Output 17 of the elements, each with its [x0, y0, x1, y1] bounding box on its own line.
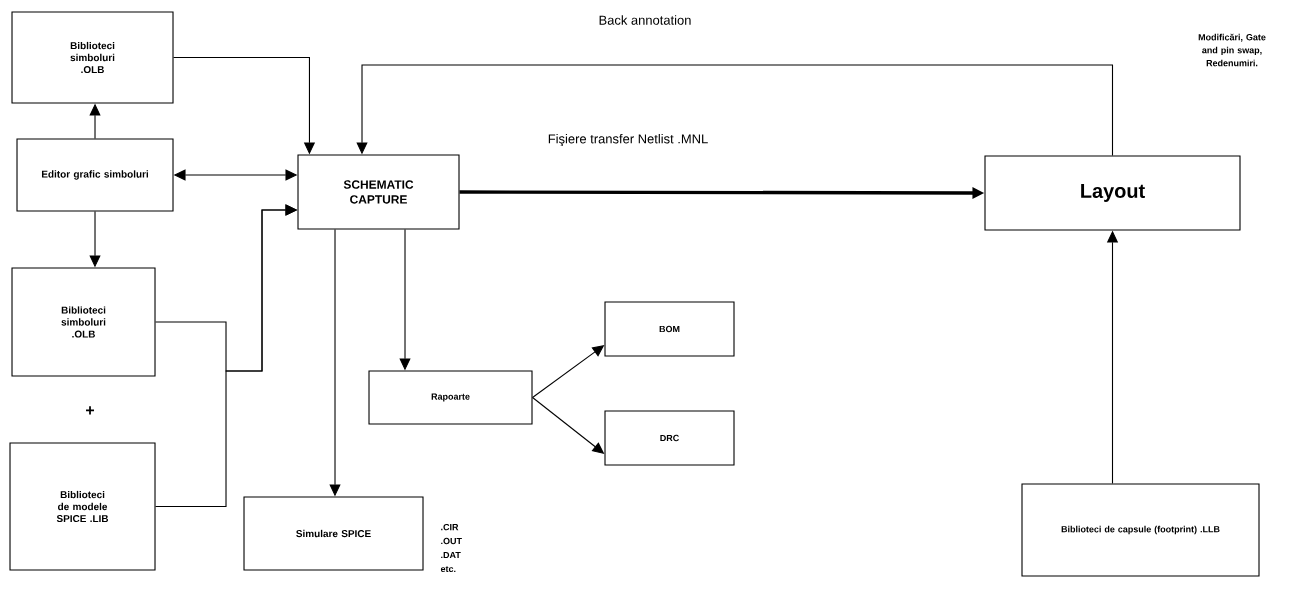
- library-box: Biblioteci simboluri .OLB: [11, 11, 174, 104]
- plus-sign: +: [86, 406, 94, 415]
- library-box: Biblioteci de capsule (footprint) .LLB: [1021, 483, 1260, 577]
- note-text: Modificări, Gate and pin swap, Redenumiri.: [1198, 33, 1266, 67]
- editor-box: Editor grafic simboluri: [16, 138, 174, 212]
- process-box: Layout: [984, 155, 1241, 231]
- report-box: BOM: [604, 301, 735, 357]
- file-extension-list: .CIR .OUT .DAT etc.: [440, 523, 462, 573]
- process-box: Simulare SPICE: [243, 496, 424, 571]
- edge-label: Back annotation: [599, 15, 691, 25]
- report-box: DRC: [604, 410, 735, 466]
- library-box: Biblioteci de modele SPICE .LIB: [9, 442, 156, 571]
- edge-label: Fişiere transfer Netlist .MNL: [548, 133, 708, 147]
- library-box: Biblioteci simboluri .OLB: [11, 267, 156, 377]
- process-box: SCHEMATIC CAPTURE: [297, 154, 460, 230]
- report-box: Rapoarte: [368, 370, 533, 425]
- arrow: [356, 64, 1114, 156]
